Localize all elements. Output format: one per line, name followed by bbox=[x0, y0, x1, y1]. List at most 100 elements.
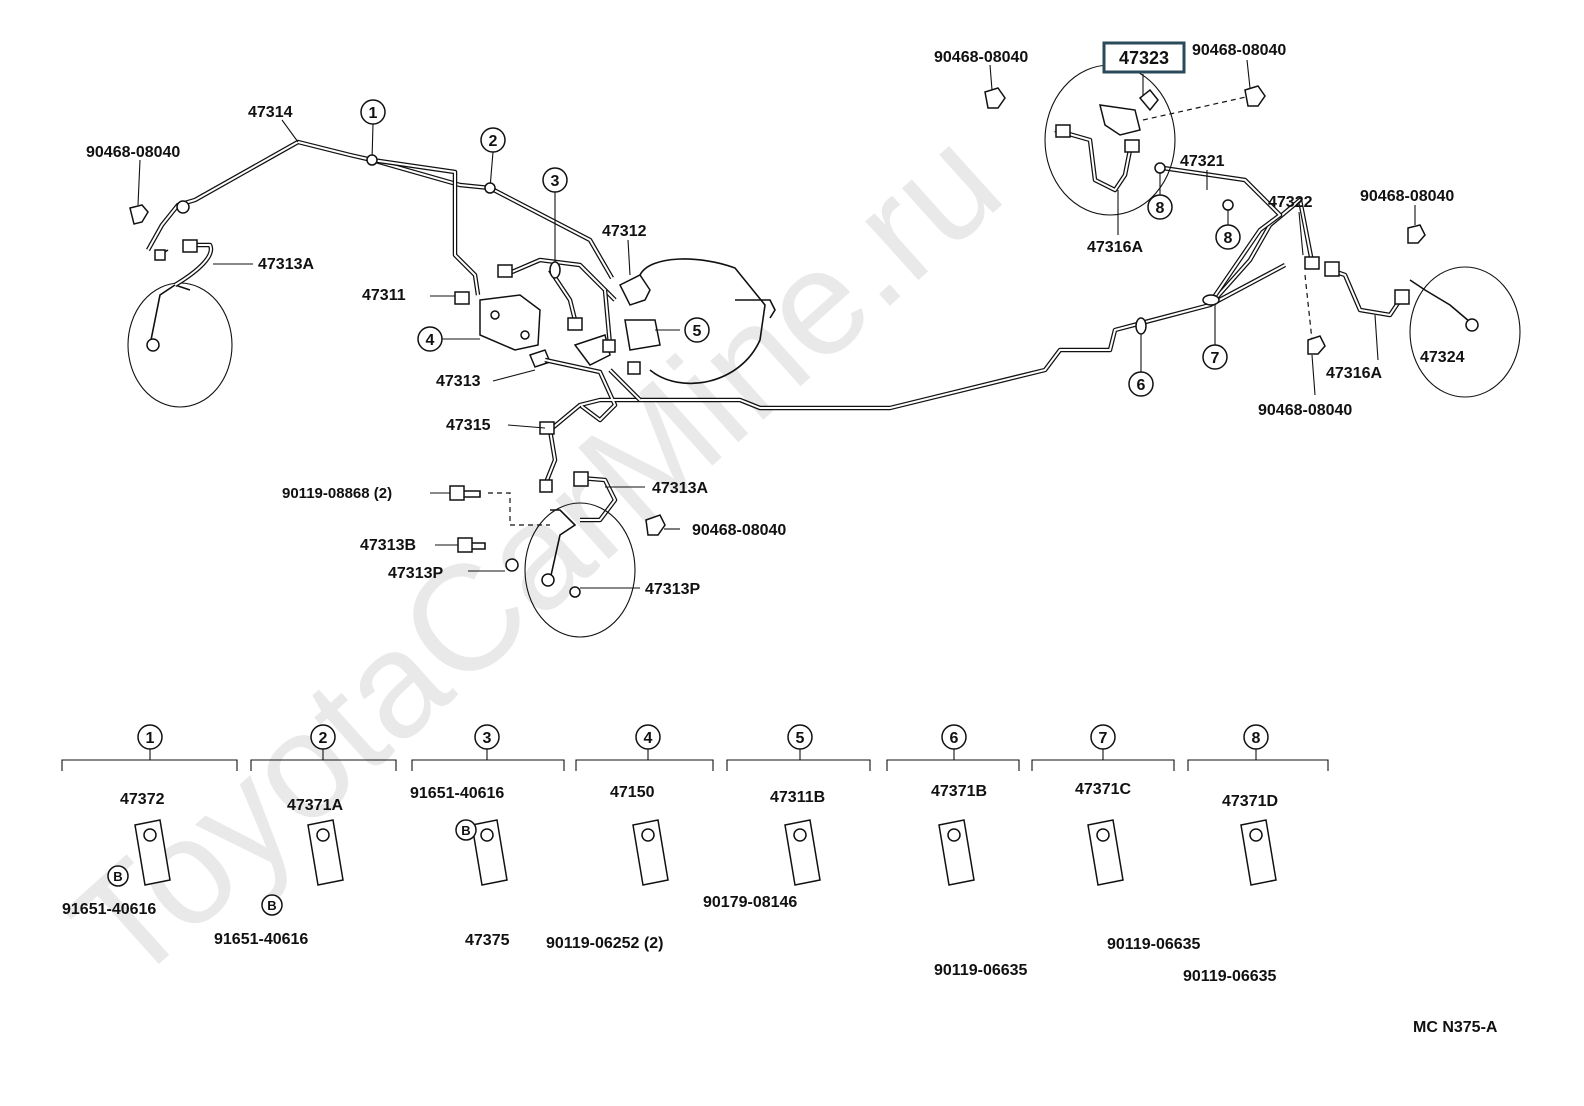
svg-text:2: 2 bbox=[489, 133, 498, 150]
group-1-part-label[interactable]: 47372 bbox=[120, 791, 165, 808]
group-callout-8[interactable]: 8 bbox=[1243, 724, 1269, 750]
label-47313B[interactable]: 47313B bbox=[360, 537, 416, 554]
group-3-part-label[interactable]: 91651-40616 bbox=[410, 785, 504, 802]
pipe-47311 bbox=[371, 157, 481, 305]
group-2-part-sketch bbox=[307, 819, 344, 886]
label-47316A-bottom[interactable]: 47316A bbox=[1326, 365, 1382, 382]
detail-group-5: 5 47311B 90179-08146 bbox=[703, 724, 871, 911]
group-1-part-sketch bbox=[134, 819, 171, 886]
group-1-part-label[interactable]: 91651-40616 bbox=[62, 901, 156, 918]
b-marker-1: B bbox=[107, 865, 129, 887]
callout-8-a[interactable]: 8 bbox=[1147, 194, 1173, 220]
group-bracket bbox=[411, 759, 565, 771]
svg-text:2: 2 bbox=[319, 730, 328, 747]
callout-1[interactable]: 1 bbox=[360, 99, 386, 125]
svg-text:8: 8 bbox=[1224, 230, 1233, 247]
group-2-part-label[interactable]: 47371A bbox=[287, 797, 343, 814]
label-90468-08040-top-right[interactable]: 90468-08040 bbox=[1192, 42, 1286, 59]
svg-text:1: 1 bbox=[146, 730, 155, 747]
group-6-part-label[interactable]: 90119-06635 bbox=[934, 962, 1028, 979]
detail-group-7: 7 47371C 90119-06635 bbox=[1031, 724, 1201, 953]
highlighted-part-47323[interactable]: 47323 bbox=[1102, 41, 1186, 74]
group-6-part-label[interactable]: 47371B bbox=[931, 783, 987, 800]
group-5-part-label[interactable]: 90179-08146 bbox=[703, 894, 797, 911]
label-47313P-right[interactable]: 47313P bbox=[645, 581, 700, 598]
group-8-part-sketch bbox=[1240, 819, 1277, 886]
group-callout-2[interactable]: 2 bbox=[310, 724, 336, 750]
label-47313A-bottom[interactable]: 47313A bbox=[652, 480, 708, 497]
label-47313P-left[interactable]: 47313P bbox=[388, 565, 443, 582]
label-47311[interactable]: 47311 bbox=[362, 287, 406, 304]
watermark: ToyotaCarMine.ru bbox=[39, 97, 1031, 1014]
group-callout-5[interactable]: 5 bbox=[787, 724, 813, 750]
group-bracket bbox=[1031, 759, 1175, 771]
svg-text:7: 7 bbox=[1211, 350, 1220, 367]
label-90468-08040-center[interactable]: 90468-08040 bbox=[692, 522, 786, 539]
detail-group-4: 4 47150 90119-06252 (2) bbox=[546, 724, 714, 952]
group-5-part-sketch bbox=[784, 819, 821, 886]
svg-text:5: 5 bbox=[796, 730, 805, 747]
front-right-brake-assembly bbox=[449, 403, 666, 638]
group-bracket bbox=[886, 759, 1020, 771]
upper-part-labels: 47314 90468-08040 47313A 47311 47313 473… bbox=[86, 42, 1465, 598]
front-left-brake-assembly bbox=[127, 204, 233, 408]
callout-2[interactable]: 2 bbox=[480, 127, 506, 153]
group-bracket bbox=[575, 759, 714, 771]
callout-5[interactable]: 5 bbox=[684, 317, 710, 343]
label-90468-08040-right[interactable]: 90468-08040 bbox=[1360, 188, 1454, 205]
label-47315[interactable]: 47315 bbox=[446, 417, 491, 434]
label-47316A-top[interactable]: 47316A bbox=[1087, 239, 1143, 256]
label-47324[interactable]: 47324 bbox=[1420, 349, 1465, 366]
svg-text:6: 6 bbox=[950, 730, 959, 747]
callout-4[interactable]: 4 bbox=[417, 326, 443, 352]
svg-text:4: 4 bbox=[644, 730, 653, 747]
group-callout-6[interactable]: 6 bbox=[941, 724, 967, 750]
callout-7[interactable]: 7 bbox=[1202, 344, 1228, 370]
group-8-part-label[interactable]: 47371D bbox=[1222, 793, 1278, 810]
label-47314[interactable]: 47314 bbox=[248, 104, 293, 121]
group-callout-1[interactable]: 1 bbox=[137, 724, 163, 750]
label-90468-08040-bottom-right[interactable]: 90468-08040 bbox=[1258, 402, 1352, 419]
detail-groups: 14737291651-40616B247371A91651-40616B391… bbox=[61, 724, 1329, 985]
svg-text:6: 6 bbox=[1137, 377, 1146, 394]
group-6-part-sketch bbox=[938, 819, 975, 886]
callout-3[interactable]: 3 bbox=[542, 167, 568, 193]
label-90468-08040-top-left[interactable]: 90468-08040 bbox=[934, 49, 1028, 66]
clamp-markers bbox=[366, 154, 1234, 335]
group-callout-4[interactable]: 4 bbox=[635, 724, 661, 750]
group-2-part-label[interactable]: 91651-40616 bbox=[214, 931, 308, 948]
label-47322[interactable]: 47322 bbox=[1268, 194, 1313, 211]
group-8-part-label[interactable]: 90119-06635 bbox=[1183, 968, 1277, 985]
label-90119-08868[interactable]: 90119-08868 (2) bbox=[282, 485, 392, 502]
svg-text:5: 5 bbox=[693, 323, 702, 340]
b-marker-2: B bbox=[261, 894, 283, 916]
label-90468-08040-left[interactable]: 90468-08040 bbox=[86, 144, 180, 161]
detail-group-6: 6 47371B 90119-06635 bbox=[886, 724, 1028, 979]
detail-group-2: 2 47371A 91651-40616 B bbox=[214, 724, 397, 948]
label-47313[interactable]: 47313 bbox=[436, 373, 481, 390]
label-47312[interactable]: 47312 bbox=[602, 223, 647, 240]
svg-text:1: 1 bbox=[369, 105, 378, 122]
group-7-part-label[interactable]: 90119-06635 bbox=[1107, 936, 1201, 953]
group-7-part-label[interactable]: 47371C bbox=[1075, 781, 1131, 798]
svg-text:3: 3 bbox=[551, 173, 560, 190]
group-4-part-label[interactable]: 47150 bbox=[610, 784, 655, 801]
callout-6[interactable]: 6 bbox=[1128, 371, 1154, 397]
callout-8-b[interactable]: 8 bbox=[1215, 224, 1241, 250]
group-callout-3[interactable]: 3 bbox=[474, 724, 500, 750]
group-5-part-label[interactable]: 47311B bbox=[770, 789, 825, 806]
svg-text:8: 8 bbox=[1156, 200, 1165, 217]
highlighted-part-label[interactable]: 47323 bbox=[1119, 48, 1169, 68]
group-bracket bbox=[726, 759, 871, 771]
group-4-part-label[interactable]: 90119-06252 (2) bbox=[546, 935, 663, 952]
group-3-part-sketch bbox=[471, 819, 508, 886]
group-callout-7[interactable]: 7 bbox=[1090, 724, 1116, 750]
label-47321[interactable]: 47321 bbox=[1180, 153, 1225, 170]
group-3-part-label[interactable]: 47375 bbox=[465, 932, 510, 949]
upper-callouts: 1 2 3 4 5 6 7 8 8 bbox=[360, 99, 1241, 397]
group-bracket bbox=[1187, 759, 1329, 771]
label-47313A-top[interactable]: 47313A bbox=[258, 256, 314, 273]
